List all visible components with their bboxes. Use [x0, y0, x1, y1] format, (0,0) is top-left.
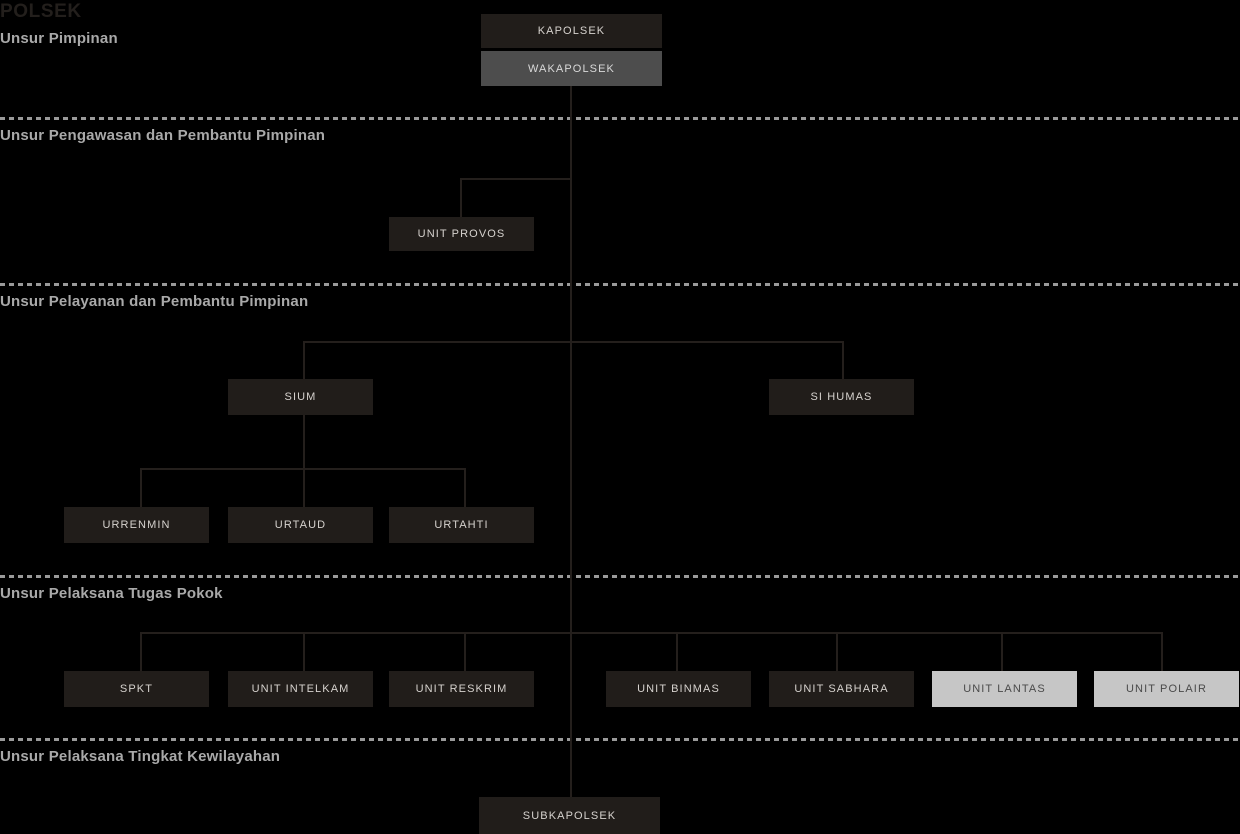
section-divider-4 — [0, 738, 1240, 741]
node-unit-sabhara-label: UNIT SABHARA — [794, 683, 889, 695]
section-divider-3 — [0, 575, 1240, 578]
section-divider-2 — [0, 283, 1240, 286]
connector-unit-lantas-drop — [1001, 632, 1003, 671]
node-urtaud[interactable]: URTAUD — [228, 507, 373, 543]
node-si-humas-label: SI HUMAS — [810, 391, 873, 403]
node-urrenmin[interactable]: URRENMIN — [64, 507, 209, 543]
node-unit-polair-label: UNIT POLAIR — [1126, 683, 1207, 695]
node-unit-lantas-label: UNIT LANTAS — [963, 683, 1046, 695]
node-unit-intelkam-label: UNIT INTELKAM — [251, 683, 350, 695]
spine-segment-3 — [570, 341, 572, 632]
node-si-humas[interactable]: SI HUMAS — [769, 379, 914, 415]
node-unit-polair[interactable]: UNIT POLAIR — [1094, 671, 1239, 707]
section-divider-1 — [0, 117, 1240, 120]
node-unit-reskrim-label: UNIT RESKRIM — [415, 683, 508, 695]
node-unit-binmas-label: UNIT BINMAS — [637, 683, 720, 695]
connector-sium-drop — [303, 341, 305, 380]
node-unit-reskrim[interactable]: UNIT RESKRIM — [389, 671, 534, 707]
section-label-unsur-pelaksana-tugas-pokok: Unsur Pelaksana Tugas Pokok — [0, 585, 223, 602]
node-unit-binmas[interactable]: UNIT BINMAS — [606, 671, 751, 707]
section-label-unsur-pelayanan: Unsur Pelayanan dan Pembantu Pimpinan — [0, 293, 309, 310]
connector-urrenmin-drop — [140, 468, 142, 508]
spine-segment-1 — [570, 86, 572, 178]
connector-provos-horizontal — [460, 178, 571, 180]
connector-sium-to-children — [303, 415, 305, 468]
section-label-unsur-pengawasan: Unsur Pengawasan dan Pembantu Pimpinan — [0, 127, 326, 144]
node-sium[interactable]: SIUM — [228, 379, 373, 415]
connector-provos-drop — [460, 178, 462, 218]
connector-sium-humas-horizontal — [303, 341, 844, 343]
connector-unit-reskrim-drop — [464, 632, 466, 671]
node-wakapolsek-label: WAKAPOLSEK — [527, 62, 615, 75]
spine-segment-4 — [570, 632, 572, 798]
node-wakapolsek[interactable]: WAKAPOLSEK — [481, 51, 662, 86]
node-unit-sabhara[interactable]: UNIT SABHARA — [769, 671, 914, 707]
node-kapolsek-label: KAPOLSEK — [537, 25, 606, 37]
node-urtaud-label: URTAUD — [274, 519, 327, 531]
node-unit-provos[interactable]: UNIT PROVOS — [389, 217, 534, 251]
section-label-unsur-pimpinan: Unsur Pimpinan — [0, 30, 118, 47]
node-urtahti-label: URTAHTI — [434, 519, 489, 531]
connector-unit-polair-drop — [1161, 632, 1163, 671]
spine-segment-2 — [570, 178, 572, 341]
node-urrenmin-label: URRENMIN — [102, 519, 171, 531]
node-kapolsek[interactable]: KAPOLSEK — [481, 14, 662, 48]
node-spkt-label: SPKT — [119, 683, 154, 695]
page-title: POLSEK — [0, 1, 82, 22]
node-unit-lantas[interactable]: UNIT LANTAS — [932, 671, 1077, 707]
connector-unit-sabhara-drop — [836, 632, 838, 671]
connector-urtaud-drop — [303, 468, 305, 508]
node-urtahti[interactable]: URTAHTI — [389, 507, 534, 543]
connector-si-humas-drop — [842, 341, 844, 380]
node-unit-provos-label: UNIT PROVOS — [417, 228, 506, 240]
connector-unit-binmas-drop — [676, 632, 678, 671]
node-subkapolsek[interactable]: SUBKAPOLSEK — [479, 797, 660, 834]
connector-unit-intelkam-drop — [303, 632, 305, 671]
section-label-unsur-pelaksana-kewilayahan: Unsur Pelaksana Tingkat Kewilayahan — [0, 748, 281, 765]
node-sium-label: SIUM — [284, 391, 317, 403]
connector-pelaksana-horizontal — [140, 632, 1162, 634]
node-unit-intelkam[interactable]: UNIT INTELKAM — [228, 671, 373, 707]
connector-spkt-drop — [140, 632, 142, 671]
node-spkt[interactable]: SPKT — [64, 671, 209, 707]
node-subkapolsek-label: SUBKAPOLSEK — [522, 809, 617, 822]
connector-urtahti-drop — [464, 468, 466, 508]
